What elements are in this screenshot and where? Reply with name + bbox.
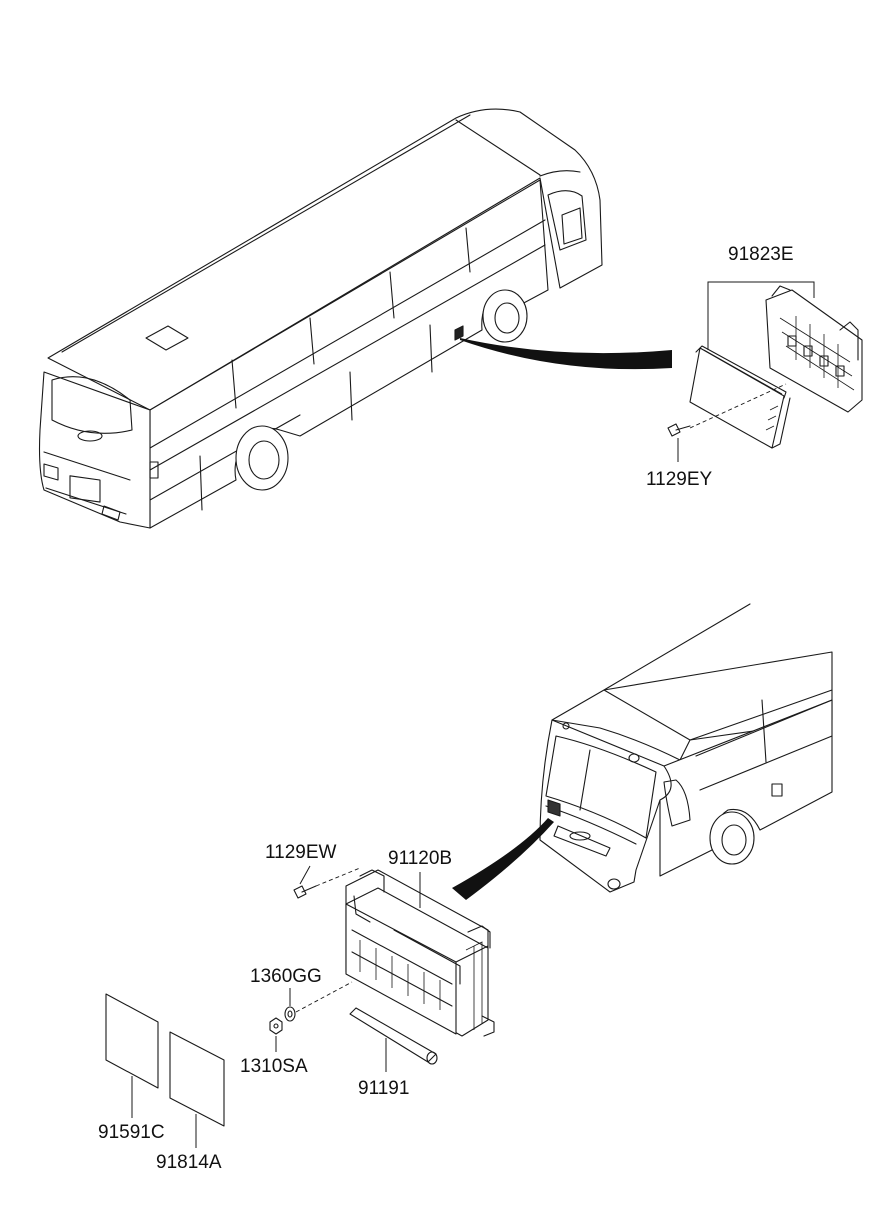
leader-1129ew: [299, 865, 311, 885]
bus-front-illustration: [539, 603, 833, 893]
label-sheet-91814a: [169, 1031, 225, 1127]
screw-1129ew: [293, 867, 361, 899]
part-label-91814a: 91814A: [156, 1152, 222, 1173]
bolt-axis-line: [295, 981, 353, 1013]
part-label-1310sa: 1310SA: [240, 1056, 308, 1077]
junction-block-91823e: [667, 285, 863, 449]
part-label-91120b: 91120B: [388, 848, 452, 869]
part-label-1129ew: 1129EW: [265, 842, 337, 863]
nut-1310sa: [269, 1017, 283, 1035]
part-label-91591c: 91591C: [98, 1122, 165, 1143]
pointer-arrow-bottom: [452, 818, 554, 900]
label-sheet-91591c: [105, 993, 159, 1089]
washer-1360gg: [284, 1006, 296, 1022]
tube-91191: [349, 1007, 438, 1065]
part-label-1129ey: 1129EY: [646, 469, 713, 490]
control-box-91120b: [345, 869, 495, 1037]
part-label-1360gg: 1360GG: [250, 966, 322, 987]
leader-91823e: [707, 281, 815, 350]
pointer-arrow-top: [460, 338, 672, 370]
part-label-91823e: 91823E: [728, 244, 794, 265]
part-label-91191: 91191: [358, 1078, 409, 1099]
bus-rear-illustration: [38, 108, 603, 529]
